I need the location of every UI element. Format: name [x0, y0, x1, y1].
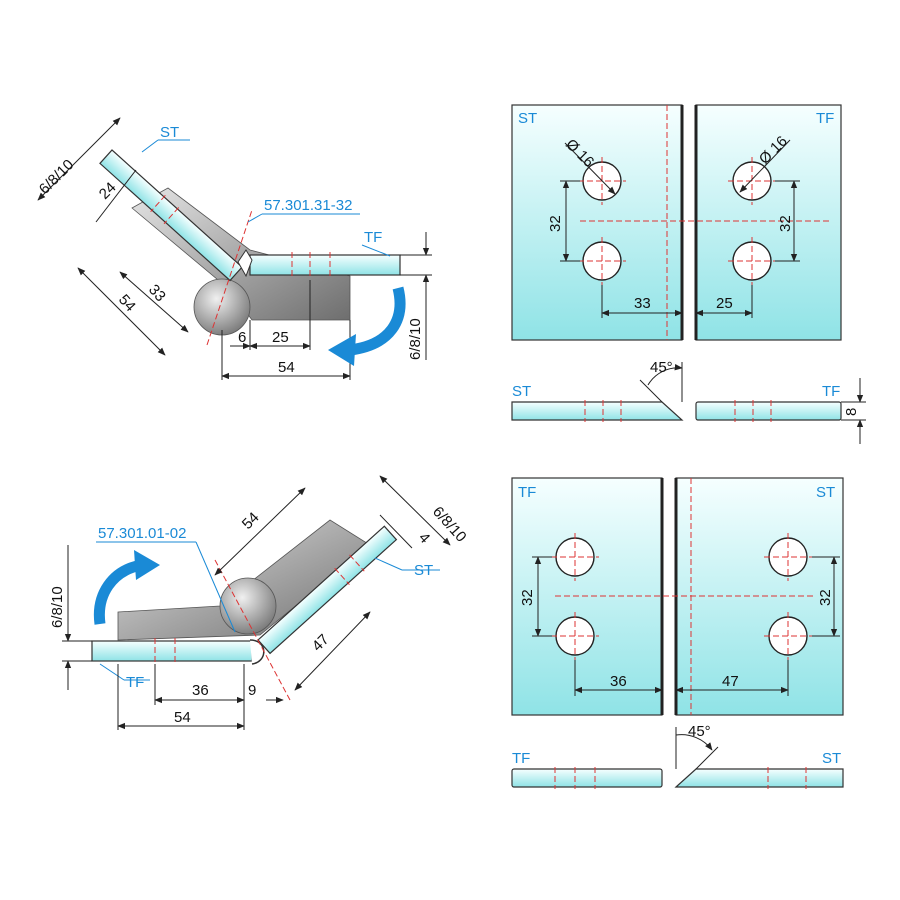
hinge-ball — [193, 278, 251, 336]
dim-33: 33 — [145, 281, 169, 305]
dim-thickness-right: 6/8/10 — [407, 318, 424, 360]
dim-thickness-left: 6/8/10 — [49, 586, 66, 628]
dim-25: 25 — [272, 329, 289, 346]
label-st: ST — [414, 562, 433, 579]
dim-thickness-top: 6/8/10 — [429, 503, 470, 545]
offset-tf: 25 — [716, 295, 733, 312]
label-st: ST — [160, 124, 179, 141]
offset-st: 47 — [722, 673, 739, 690]
edge-tf-label: TF — [822, 383, 840, 400]
panel-tf-label: TF — [816, 110, 834, 127]
offset-tf: 36 — [610, 673, 627, 690]
edge-angle: 45° — [688, 723, 711, 740]
bottom-left-hinge-view: 54 6/8/10 4 ST 57.301.01-02 6/8/10 47 TF… — [49, 475, 470, 730]
spacing-left: 32 — [547, 215, 564, 232]
panel-tf-label: TF — [518, 484, 536, 501]
dim-24: 24 — [96, 179, 120, 203]
top-left-hinge-view: 6/8/10 24 54 33 6 25 54 6/8/10 ST 57.301… — [36, 117, 432, 380]
offset-st: 33 — [634, 295, 651, 312]
dim-6: 6 — [238, 329, 246, 346]
spacing-right: 32 — [777, 215, 794, 232]
panel-st-label: ST — [518, 110, 537, 127]
part-number-bottom: 57.301.01-02 — [98, 525, 186, 542]
edge-thickness: 8 — [843, 408, 860, 416]
glass-st-angled — [99, 149, 243, 282]
edge-tf — [511, 768, 663, 788]
glass-tf-horizontal — [91, 640, 253, 662]
rotation-arrow — [349, 286, 406, 356]
dim-54-bottom: 54 — [174, 709, 191, 726]
edge-st-label: ST — [822, 750, 841, 767]
dim-54-bottom: 54 — [278, 359, 295, 376]
dim-47: 47 — [309, 631, 333, 655]
edge-st — [511, 401, 684, 421]
edge-tf — [695, 401, 842, 421]
edge-angle: 45° — [650, 359, 673, 376]
dim-54-top: 54 — [239, 509, 263, 533]
dim-36: 36 — [192, 682, 209, 699]
edge-st-label: ST — [512, 383, 531, 400]
part-number-top: 57.301.31-32 — [264, 197, 352, 214]
glass-tf-horizontal — [249, 254, 401, 276]
rotation-arrow — [93, 559, 144, 625]
spacing-left: 32 — [519, 589, 536, 606]
edge-tf-label: TF — [512, 750, 530, 767]
dim-4: 4 — [415, 529, 433, 547]
dim-thickness: 6/8/10 — [36, 156, 78, 198]
top-right-hole-pattern: ST TF Ø 16 Ø 16 32 32 33 25 — [511, 104, 866, 444]
label-tf: TF — [364, 229, 382, 246]
edge-st — [674, 768, 844, 788]
spacing-right: 32 — [817, 589, 834, 606]
bottom-right-hole-pattern: TF ST 32 32 36 47 — [511, 477, 844, 789]
panel-st — [511, 104, 683, 341]
gasket — [237, 249, 253, 278]
dim-9: 9 — [248, 682, 256, 699]
panel-st-label: ST — [816, 484, 835, 501]
panel-tf — [695, 104, 842, 341]
label-tf: TF — [126, 674, 144, 691]
dim-54: 54 — [115, 291, 139, 315]
hinge-ball — [219, 577, 277, 635]
